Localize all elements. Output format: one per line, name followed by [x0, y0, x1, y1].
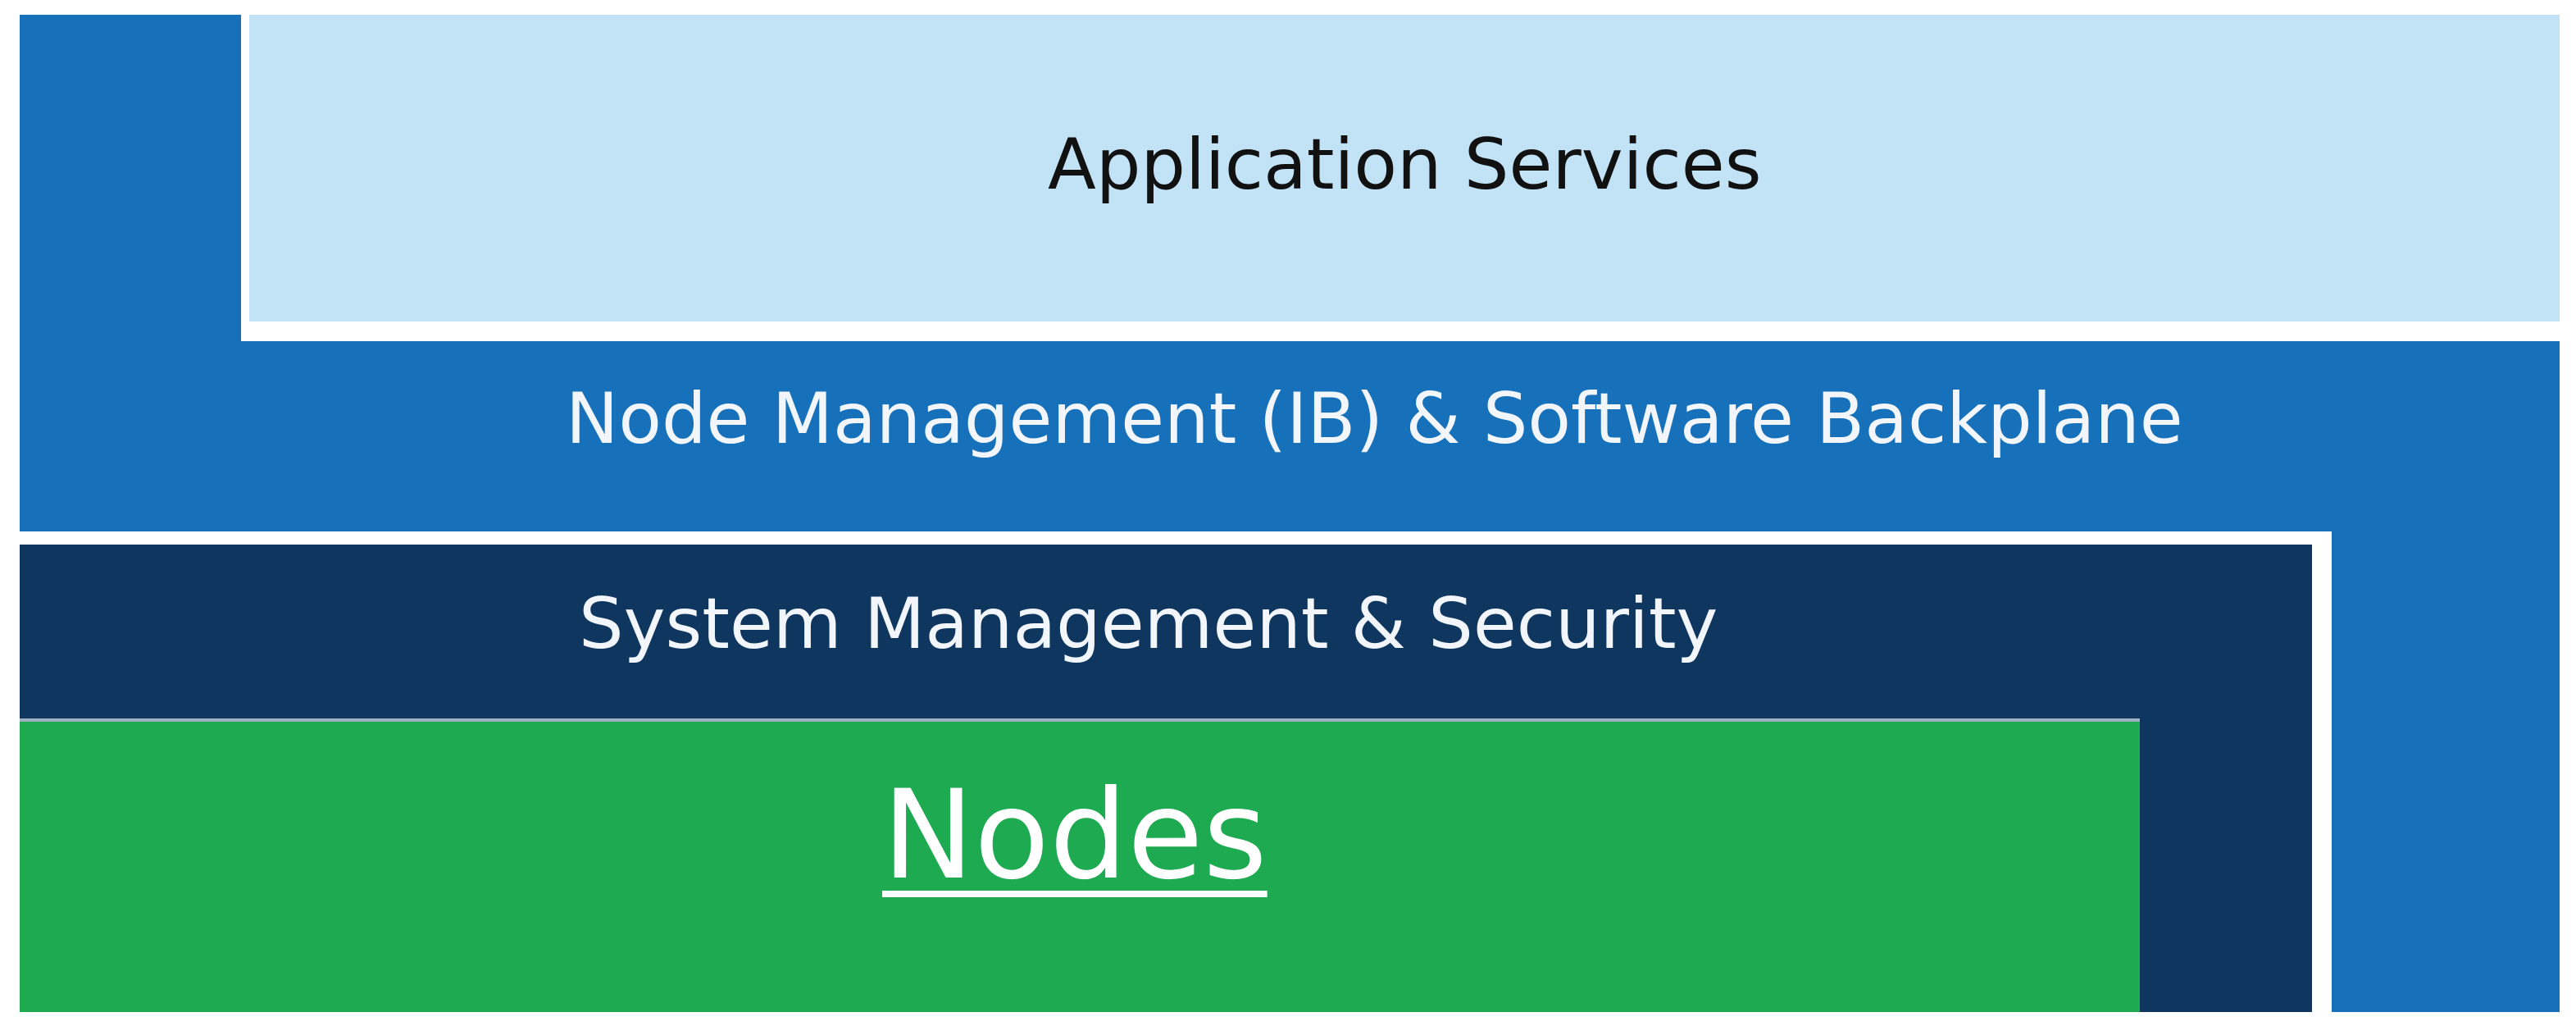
system-management-label: System Management & Security: [579, 583, 1718, 665]
separator-backplane-sysmgmt: [20, 531, 2332, 545]
separator-sysmgmt-right-edge: [2312, 531, 2332, 1012]
separator-app-left-edge: [241, 15, 249, 341]
application-services-layer: [248, 15, 2560, 321]
separator-app-backplane: [248, 321, 2560, 341]
backplane-label: Node Management (IB) & Software Backplan…: [566, 378, 2183, 460]
application-services-label: Application Services: [1048, 124, 1762, 206]
separator-sysmgmt-nodes: [20, 718, 2140, 722]
nodes-layer: [20, 722, 2140, 1012]
nodes-label[interactable]: Nodes: [882, 764, 1268, 907]
